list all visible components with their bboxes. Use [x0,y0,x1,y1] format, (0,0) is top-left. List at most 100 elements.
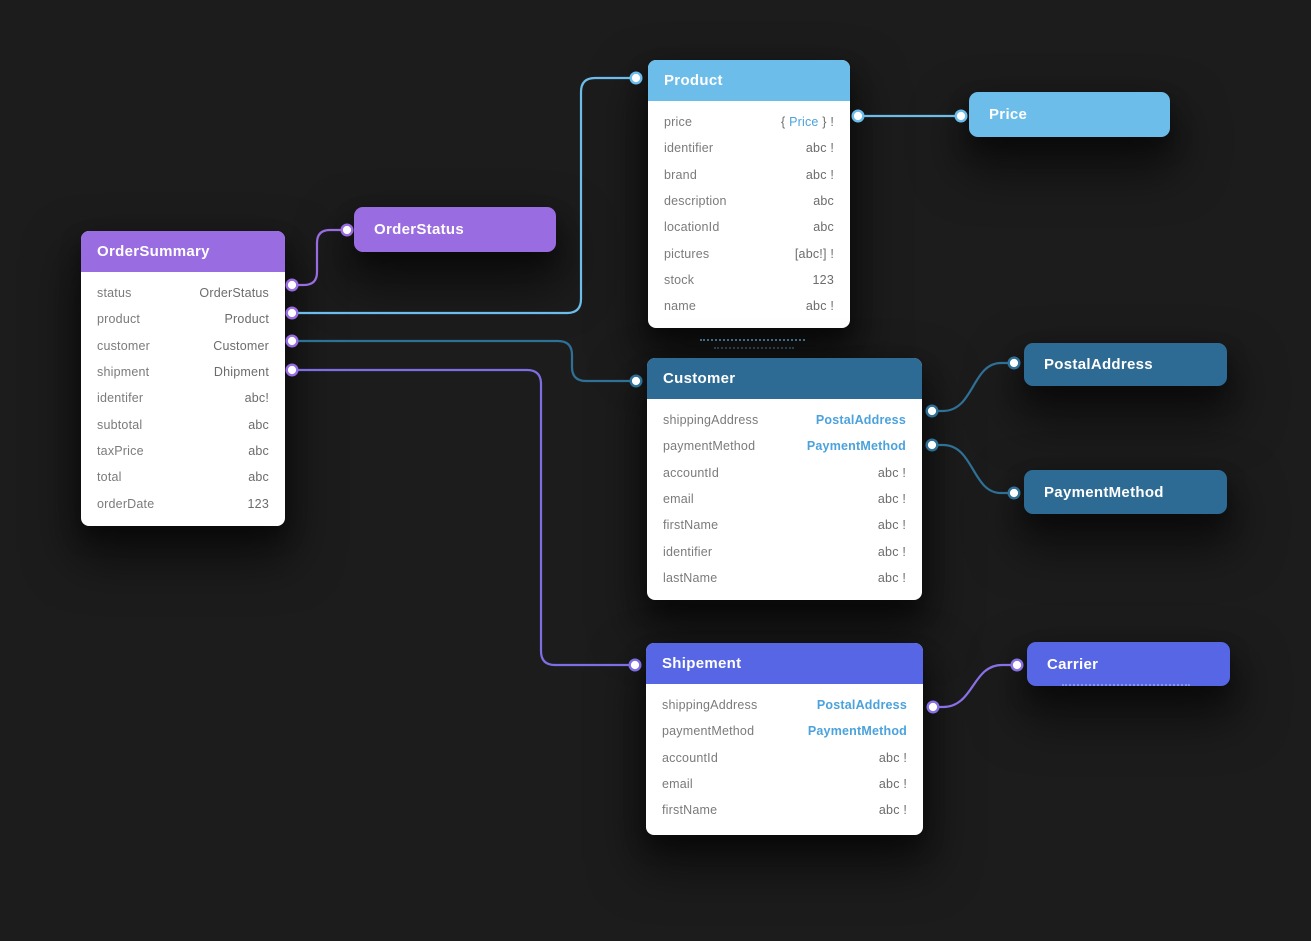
wire-product-product [290,76,638,315]
field-type: Dhipment [213,365,269,380]
field-row-accountid[interactable]: accountId abc ! [646,745,923,771]
port-price-in[interactable] [954,109,968,123]
field-name: orderDate [97,496,155,511]
field-row-customer[interactable]: customer Customer [81,333,285,359]
node-payment-method[interactable]: PaymentMethod [1024,470,1227,514]
node-customer-header[interactable]: Customer [647,358,922,399]
port-customer-in[interactable] [629,374,643,388]
field-type: { Price } ! [781,115,834,130]
wire-shipement-carrier [931,663,1019,709]
field-name: stock [664,272,695,287]
field-name: customer [97,338,151,353]
field-type: [abc!] ! [794,246,834,261]
field-row-subtotal[interactable]: subtotal abc [81,411,285,437]
field-row-stock[interactable]: stock 123 [648,267,850,293]
field-row-paymentmethod[interactable]: paymentMethod PaymentMethod [646,718,923,744]
node-product-fields: price { Price } ! identifier abc ! brand… [648,101,850,328]
port-shipement-shippingaddress[interactable] [926,700,940,714]
field-type: abc ! [877,544,906,559]
field-type-link[interactable]: PostalAddress [816,698,907,713]
port-paymentmethod-in[interactable] [1007,486,1021,500]
node-shipement-fields: shippingAddress PostalAddress paymentMet… [646,684,923,835]
node-title: PostalAddress [1044,356,1153,373]
node-customer[interactable]: Customer shippingAddress PostalAddress p… [647,358,922,601]
port-ordersummary-customer[interactable] [285,334,299,348]
node-postal-address[interactable]: PostalAddress [1024,343,1227,386]
field-row-product[interactable]: product Product [81,306,285,332]
field-row-email[interactable]: email abc ! [646,771,923,797]
field-row-orderdate[interactable]: orderDate 123 [81,490,285,516]
field-type: abc ! [878,750,907,765]
field-name: accountId [662,750,719,765]
field-row-firstname[interactable]: firstName abc ! [647,512,922,538]
port-carrier-in[interactable] [1010,658,1024,672]
node-title: PaymentMethod [1044,483,1164,501]
node-shipement[interactable]: Shipement shippingAddress PostalAddress … [646,643,923,836]
field-type: abc ! [805,299,834,314]
field-row-identifier[interactable]: identifier abc ! [647,538,922,564]
field-row-firstname[interactable]: firstName abc ! [646,797,923,823]
field-name: description [664,194,727,209]
port-ordersummary-shipment[interactable] [285,363,299,377]
port-postaladdress-in[interactable] [1007,356,1021,370]
field-name: total [97,470,122,485]
node-carrier[interactable]: Carrier [1027,642,1230,686]
node-shipement-header[interactable]: Shipement [646,643,923,684]
node-order-summary-header[interactable]: OrderSummary [81,231,285,272]
field-name: shipment [97,365,150,380]
port-product-in[interactable] [629,71,643,85]
field-type: abc ! [878,777,907,792]
port-ordersummary-product[interactable] [285,306,299,320]
field-row-accountid[interactable]: accountId abc ! [647,460,922,486]
field-name: locationId [664,220,720,235]
port-shipement-in[interactable] [628,658,642,672]
field-type: abc [248,417,269,432]
port-product-price[interactable] [851,109,865,123]
type-link[interactable]: Price [789,115,819,130]
port-customer-shippingaddress[interactable] [925,404,939,418]
field-name: paymentMethod [663,439,756,454]
field-row-name[interactable]: name abc ! [648,293,850,319]
node-order-summary[interactable]: OrderSummary status OrderStatus product … [81,231,285,526]
field-row-lastname[interactable]: lastName abc ! [647,565,922,591]
field-type-link[interactable]: PaymentMethod [806,439,906,454]
field-row-identifier[interactable]: identifier abc ! [648,135,850,161]
field-type: Customer [213,338,269,353]
wire-shipment-shipement [290,368,637,667]
wire-status-orderstatus [290,228,349,287]
node-price[interactable]: Price [969,92,1170,137]
field-row-paymentmethod[interactable]: paymentMethod PaymentMethod [647,433,922,459]
field-row-shippingaddress[interactable]: shippingAddress PostalAddress [646,692,923,718]
field-row-email[interactable]: email abc ! [647,486,922,512]
node-product[interactable]: Product price { Price } ! identifier abc… [648,60,850,329]
field-row-price[interactable]: price { Price } ! [648,109,850,135]
field-type: abc! [244,391,269,406]
wire-customer-customer [290,339,638,383]
field-row-locationid[interactable]: locationId abc [648,214,850,240]
dust-dots [714,347,794,349]
field-type-link[interactable]: PaymentMethod [807,724,907,739]
node-product-header[interactable]: Product [648,60,850,101]
field-name: identifier [664,141,714,156]
field-row-brand[interactable]: brand abc ! [648,162,850,188]
port-orderstatus-in[interactable] [340,223,354,237]
field-type: abc [813,220,834,235]
field-row-total[interactable]: total abc [81,464,285,490]
field-row-status[interactable]: status OrderStatus [81,280,285,306]
port-customer-paymentmethod[interactable] [925,438,939,452]
field-row-shippingaddress[interactable]: shippingAddress PostalAddress [647,407,922,433]
field-row-description[interactable]: description abc [648,188,850,214]
field-type: abc [248,443,269,458]
field-row-pictures[interactable]: pictures [abc!] ! [648,240,850,266]
field-type: OrderStatus [199,286,269,301]
node-order-status[interactable]: OrderStatus [354,207,556,252]
port-ordersummary-status[interactable] [285,278,299,292]
field-row-taxprice[interactable]: taxPrice abc [81,438,285,464]
field-type-link[interactable]: PostalAddress [815,413,906,428]
field-row-shipment[interactable]: shipment Dhipment [81,359,285,385]
field-row-identifer[interactable]: identifer abc! [81,385,285,411]
field-name: status [97,286,132,301]
field-name: shippingAddress [663,413,759,428]
field-type: abc [813,194,834,209]
